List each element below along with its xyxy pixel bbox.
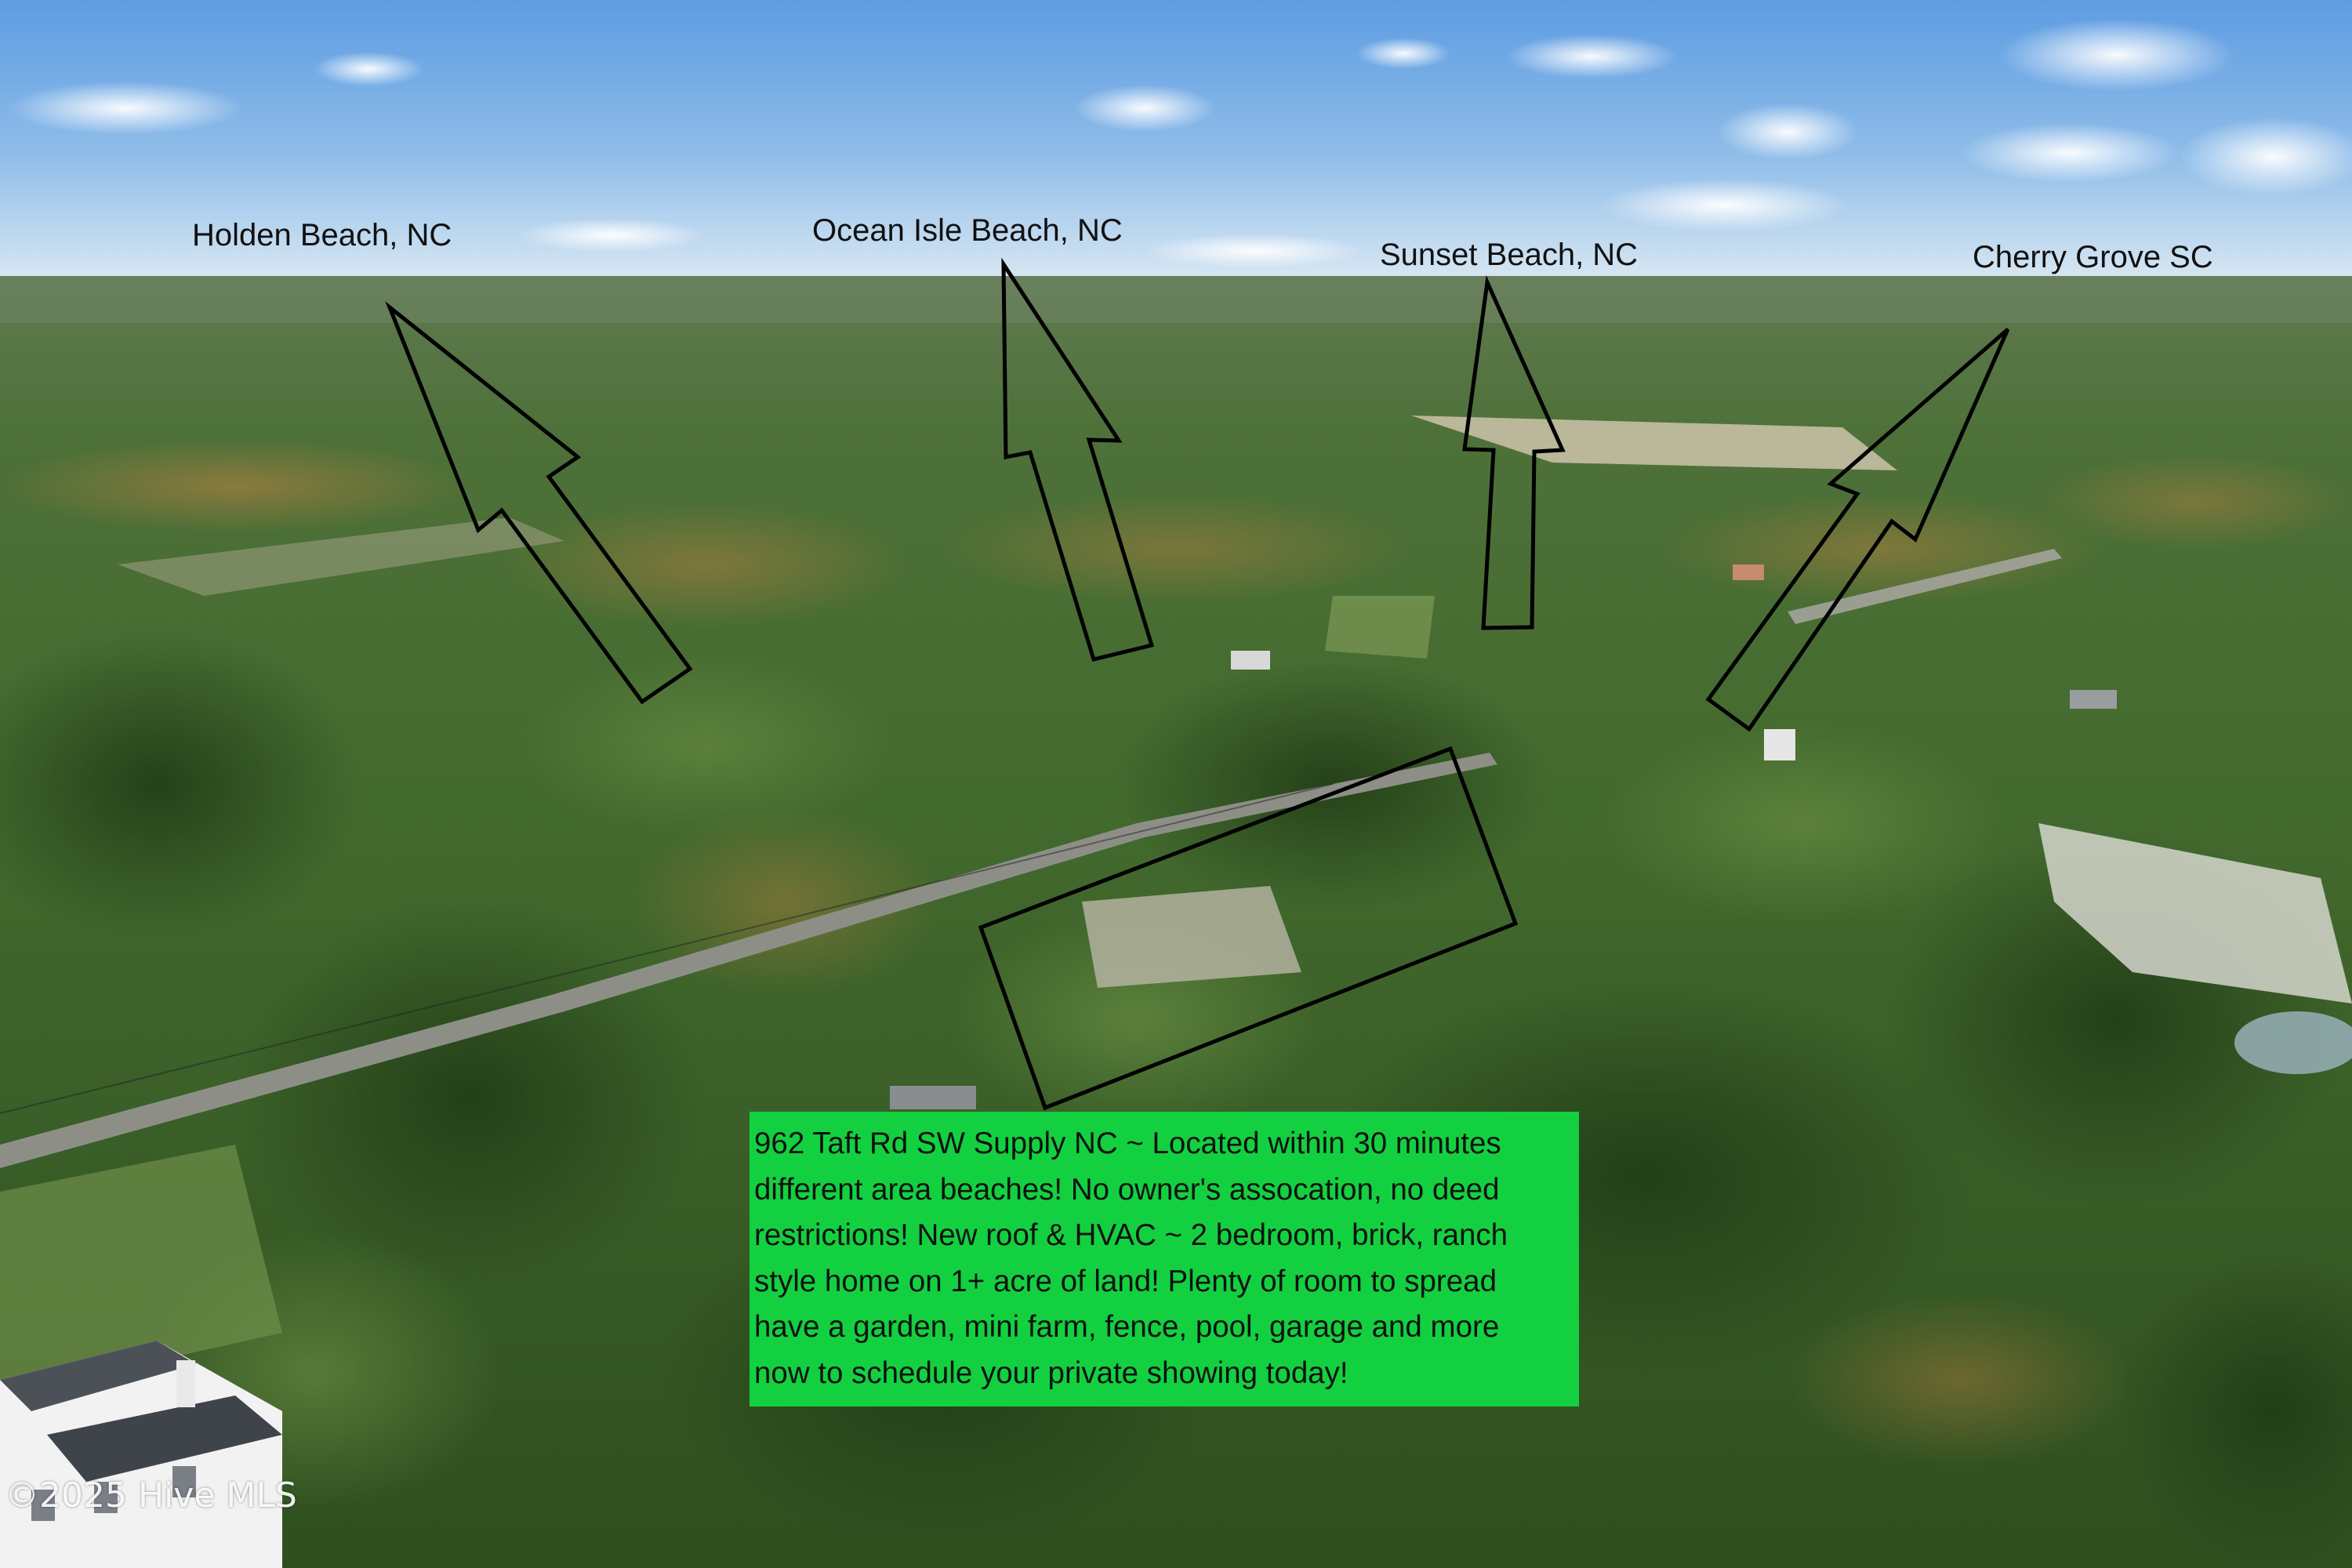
arrow-cherry-grove: [1705, 328, 2010, 732]
description-line: style home on 1+ acre of land! Plenty of…: [754, 1264, 1497, 1298]
house: [0, 1341, 282, 1568]
label-cherry-grove: Cherry Grove SC: [1973, 240, 2213, 274]
label-sunset-beach: Sunset Beach, NC: [1380, 238, 1639, 272]
label-holden-beach: Holden Beach, NC: [192, 218, 452, 252]
arrow-sunset: [1462, 274, 1566, 630]
info-box-background: [750, 1112, 1579, 1406]
label-ocean-isle-beach: Ocean Isle Beach, NC: [812, 213, 1123, 248]
property-boundary: [978, 746, 1519, 1111]
listing-description-box: 962 Taft Rd SW Supply NC ~ Located withi…: [750, 1112, 1579, 1406]
clouds: [8, 19, 2352, 268]
description-line: different area beaches! No owner's assoc…: [754, 1172, 1500, 1207]
description-line: have a garden, mini farm, fence, pool, g…: [754, 1310, 1500, 1345]
arrow-holden: [385, 301, 693, 705]
road: [0, 753, 1497, 1168]
copyright-watermark: ©2025 Hive MLS: [5, 1475, 297, 1515]
arrow-ocean-isle: [1001, 257, 1155, 662]
description-line: now to schedule your private showing tod…: [754, 1356, 1348, 1390]
description-line: restrictions! New roof & HVAC ~ 2 bedroo…: [754, 1218, 1508, 1253]
description-line: 962 Taft Rd SW Supply NC ~ Located withi…: [754, 1127, 1501, 1160]
arrows: [385, 257, 2010, 1111]
